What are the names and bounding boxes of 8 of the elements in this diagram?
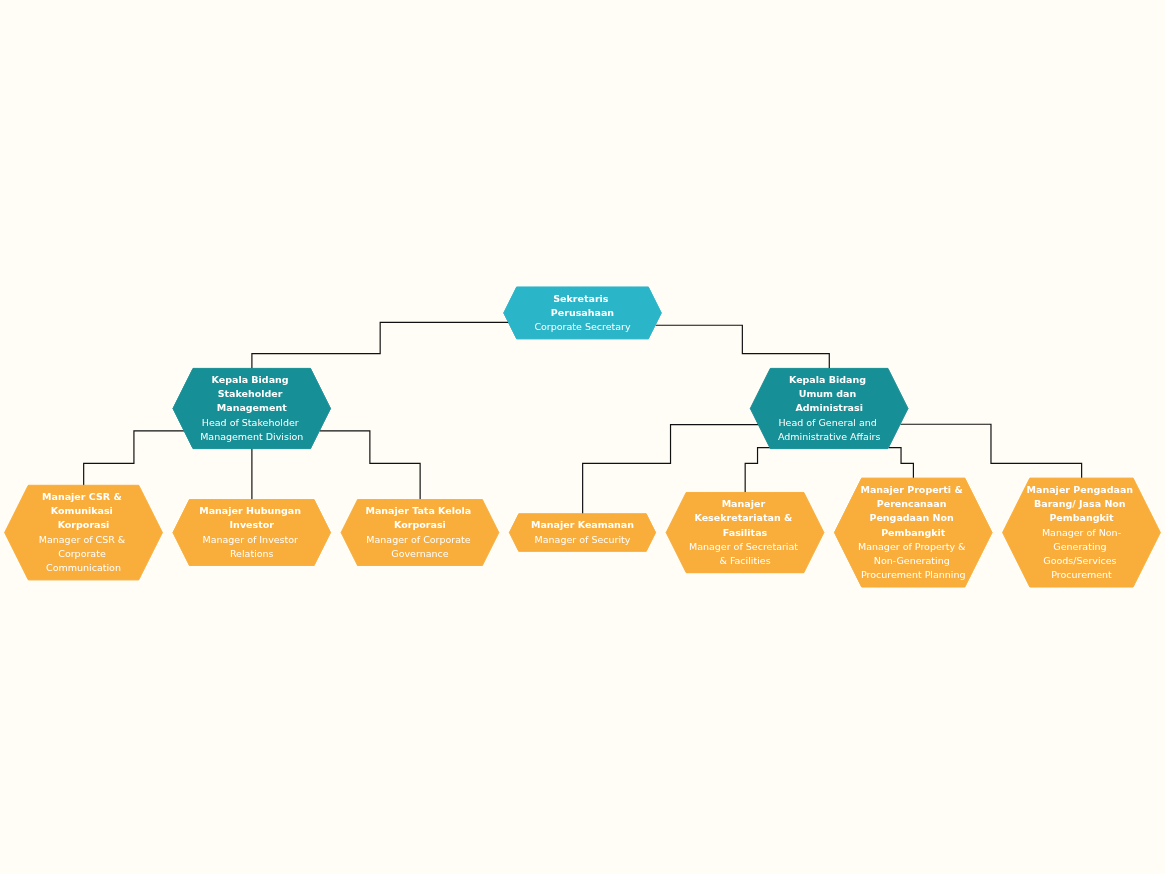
connector	[251, 448, 253, 501]
connector	[888, 446, 915, 480]
connector	[899, 423, 1083, 480]
connector	[319, 430, 421, 501]
connector	[83, 430, 185, 487]
connector	[744, 446, 771, 494]
connector	[582, 424, 760, 515]
connector	[654, 324, 831, 370]
